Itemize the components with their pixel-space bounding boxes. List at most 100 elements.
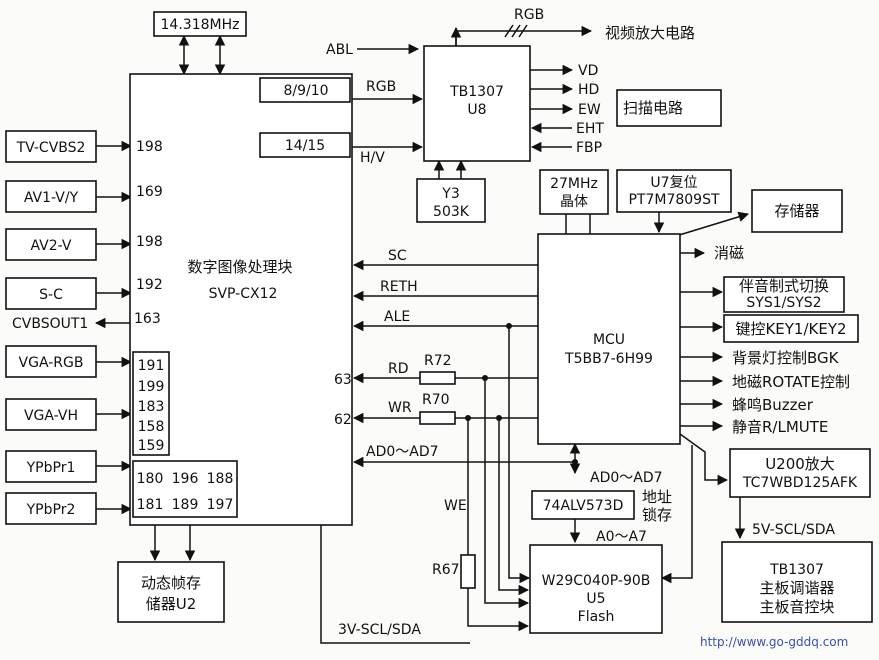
flash-box [529,544,663,634]
vga-pin: 183 [138,399,165,415]
vga-rgb-box [5,345,97,378]
sound-system-box [723,276,845,313]
u200-line1: U200放大 [765,455,835,473]
pin-tv-cvbs2: 198 [136,139,163,155]
latch-bus-in: AD0～AD7 [590,470,663,486]
pin-8910: 8/9/10 [283,83,328,99]
signal-wr: WR [388,400,412,416]
signal-ad-bus: AD0～AD7 [366,444,439,460]
u200-line2: TC7WBD125AFK [742,475,858,491]
frame-memory-box [117,561,225,623]
mcu-box [537,233,681,445]
flash-line1: W29C040P-90B [542,573,651,589]
vga-pins-box [132,351,170,456]
input-av1: AV1-V/Y [24,190,79,206]
tb1307-u8-box [423,45,531,162]
vga-pin: 191 [138,358,165,374]
mcu-line1: MCU [593,332,625,348]
r70-resistor [419,411,456,425]
scan-circuit-box [616,89,722,127]
input-s-c: S-C [39,287,63,303]
input-tv-cvbs2: TV-CVBS2 [16,140,86,156]
bus-5v-label: 5V-SCL/SDA [752,522,835,538]
crystal-14mhz-label: 14.318MHz [161,17,240,33]
main-block-model: SVP-CX12 [209,286,278,302]
connections [94,24,750,644]
latch-box [531,490,635,520]
tb1307-u8-line2: U8 [467,102,486,118]
signal-eht: EHT [576,121,604,137]
pin-s-c: 192 [136,277,163,293]
av2-box [5,228,97,261]
r72-label: R72 [424,353,452,369]
frame-memory-line1: 动态帧存 [141,574,201,592]
keys-box [723,314,859,343]
ypbpr-pin: 188 [207,471,234,487]
input-vga-vh: VGA-VH [24,408,78,424]
r70-label: R70 [422,392,450,408]
backlight-label: 背景灯控制BGK [732,349,840,367]
tb1307-main-box [721,541,873,623]
ypbpr1-box [5,450,97,483]
ypbpr-pin: 196 [172,471,199,487]
signal-vd: VD [578,63,598,79]
latch-label2: 锁存 [642,506,672,524]
signal-ew: EW [578,102,601,118]
flash-line3: Flash [578,609,615,625]
r67-label: R67 [432,562,460,578]
frame-memory-line2: 储器U2 [146,595,197,613]
storage-box [751,189,843,233]
watermark-text: http://www.go-gddq.com [700,635,848,649]
tb1307-main-line2: 主板调谐器 [759,579,834,597]
pin-av1: 169 [136,184,163,200]
tb1307-main-line3: 主板音控块 [759,598,834,616]
vga-pin: 159 [138,438,165,454]
crystal-27mhz-line1: 27MHz [550,176,598,192]
signal-we: WE [444,498,467,514]
y3-line2: 503K [433,204,470,220]
rgb-top-label: RGB [514,7,544,23]
scan-circuit-label: 扫描电路 [623,99,683,117]
signal-hd: HD [578,82,599,98]
av1-box [5,180,97,213]
sound-system-line1: 伴音制式切换 [739,277,829,295]
flash-line2: U5 [586,591,605,607]
keys-label: 键控KEY1/KEY2 [735,320,846,338]
ypbpr-pin: 189 [172,497,199,513]
rotate-label: 地磁ROTATE控制 [732,373,850,391]
vga-pin: 199 [138,379,165,395]
latch-bus-out: A0～A7 [596,529,647,545]
signal-rd: RD [388,361,409,377]
rgb-mid-label: RGB [366,79,396,95]
tb1307-u8-line1: TB1307 [449,84,504,100]
r72-resistor [419,371,456,385]
mcu-line2: T5BB7-6H99 [564,351,653,367]
pin-8910-box [259,77,351,103]
mute-label: 静音R/LMUTE [732,418,828,436]
tb1307-main-line1: TB1307 [769,562,824,578]
latch-label1: 地址 [642,488,672,506]
hv-label: H/V [360,150,385,166]
crystal-27mhz-box [539,169,609,215]
ypbpr-pins-box [132,460,238,518]
cvbsout-label: CVBSOUT1 [12,316,88,332]
s-c-box [5,277,97,310]
pin-1415-box [259,132,351,158]
pin-63: 63 [334,372,352,388]
storage-label: 存储器 [774,202,819,220]
input-ypbpr1: YPbPr1 [26,460,76,476]
ypbpr-pin: 180 [137,471,164,487]
vga-pin: 158 [138,419,165,435]
ypbpr-pin: 181 [137,497,164,513]
input-av2: AV2-V [31,238,72,254]
crystal-14mhz-box [153,11,247,37]
input-vga-rgb: VGA-RGB [19,355,84,371]
input-ypbpr2: YPbPr2 [26,502,76,518]
sound-system-line2: SYS1/SYS2 [746,295,821,311]
degauss-label: 消磁 [714,244,744,262]
u7-line2: PT7M7809ST [628,192,719,208]
y3-line1: Y3 [441,186,459,202]
pin-1415: 14/15 [285,138,325,154]
signal-sc: SC [388,248,407,264]
